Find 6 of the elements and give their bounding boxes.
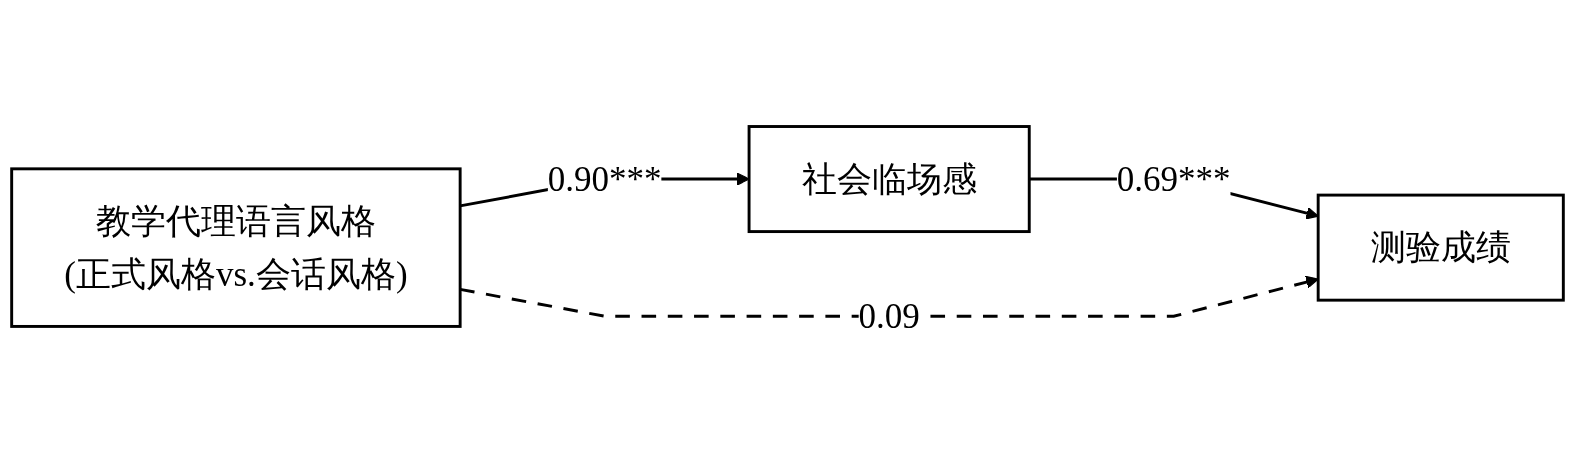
node-box: 教学代理语言风格 (正式风格vs.会话风格)	[10, 167, 462, 328]
edge-label: 0.69***	[1116, 160, 1231, 199]
node-box: 测验成绩	[1316, 193, 1565, 302]
edge-label: 0.90***	[547, 160, 662, 199]
edge-label: 0.09	[858, 297, 920, 336]
node-box: 社会临场感	[747, 125, 1031, 234]
